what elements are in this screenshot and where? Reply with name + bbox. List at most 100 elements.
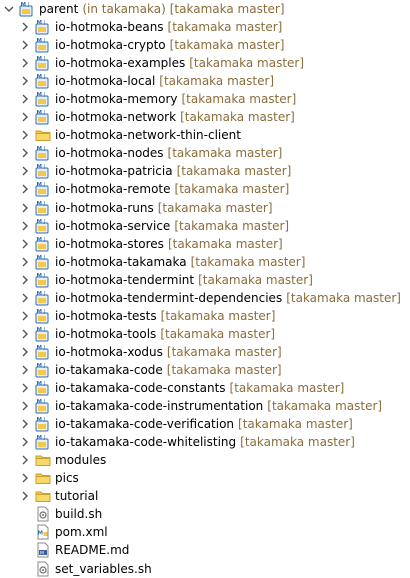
svg-text:J: J — [43, 74, 45, 80]
chevron-right-icon[interactable] — [20, 437, 30, 447]
chevron-right-icon[interactable] — [20, 473, 30, 483]
chevron-right-icon[interactable] — [20, 130, 30, 140]
chevron-right-icon[interactable] — [20, 365, 30, 375]
chevron-right-icon[interactable] — [20, 419, 30, 429]
tree-item-modules[interactable]: modules — [0, 451, 410, 469]
svg-text:J: J — [43, 237, 45, 243]
tree-item-build-sh[interactable]: build.sh — [0, 505, 410, 523]
tree-item-label: modules — [55, 453, 107, 468]
tree-item-label: io-takamaka-code-instrumentation — [55, 399, 264, 414]
chevron-right-icon[interactable] — [20, 239, 30, 249]
tree-item-branch: [takamaka master] — [167, 146, 283, 161]
tree-item-branch: [takamaka master] — [160, 308, 276, 323]
svg-text:M: M — [37, 381, 42, 387]
tree-item-label: io-hotmoka-local — [55, 74, 156, 89]
chevron-right-icon[interactable] — [20, 401, 30, 411]
chevron-right-icon[interactable] — [20, 112, 30, 122]
chevron-right-icon[interactable] — [20, 40, 30, 50]
tree-item-label: README.md — [55, 543, 130, 558]
chevron-right-icon[interactable] — [20, 221, 30, 231]
tree-item-branch: [takamaka master] — [190, 254, 306, 269]
svg-text:M: M — [37, 201, 42, 207]
tree-item-set-variables-sh[interactable]: set_variables.sh — [0, 560, 410, 578]
chevron-right-icon[interactable] — [20, 22, 30, 32]
tree-item-branch: [takamaka master] — [189, 56, 305, 71]
tree-item-tutorial[interactable]: tutorial — [0, 487, 410, 505]
chevron-right-icon[interactable] — [20, 257, 30, 267]
chevron-right-icon[interactable] — [20, 329, 30, 339]
chevron-right-icon[interactable] — [20, 293, 30, 303]
chevron-right-icon[interactable] — [20, 383, 30, 393]
tree-item-branch: [takamaka master] — [157, 200, 273, 215]
chevron-right-icon[interactable] — [20, 203, 30, 213]
chevron-right-icon[interactable] — [20, 148, 30, 158]
chevron-right-icon[interactable] — [20, 311, 30, 321]
tree-item-label: io-hotmoka-stores — [55, 236, 164, 251]
tree-item-label: pics — [55, 471, 79, 486]
tree-item-branch: [takamaka master] — [181, 92, 297, 107]
tree-item-pics[interactable]: pics — [0, 469, 410, 487]
tree-item-branch: [takamaka master] — [229, 381, 345, 395]
svg-text:M: M — [37, 20, 42, 26]
chevron-right-icon[interactable] — [20, 347, 30, 357]
tree-item-branch: [takamaka master] — [159, 74, 275, 89]
svg-text:M: M — [37, 273, 42, 279]
tree-item-label: io-hotmoka-service — [55, 218, 171, 233]
shell-file-icon — [35, 561, 51, 577]
tree-item-branch: [takamaka master] — [176, 164, 292, 179]
chevron-right-icon[interactable] — [20, 455, 30, 465]
chevron-right-icon[interactable] — [20, 76, 30, 86]
folder-icon — [35, 452, 51, 468]
tree-item-io-hotmoka-network-thin-client[interactable]: io-hotmoka-network-thin-client — [0, 126, 410, 144]
folder-icon — [35, 127, 51, 143]
svg-text:M: M — [37, 327, 42, 333]
chevron-down-icon[interactable] — [4, 4, 14, 14]
chevron-right-icon[interactable] — [20, 491, 30, 501]
tree-item-branch: [takamaka master] — [174, 182, 290, 197]
chevron-right-icon[interactable] — [20, 94, 30, 104]
svg-text:J: J — [43, 399, 45, 405]
chevron-right-icon[interactable] — [20, 275, 30, 285]
svg-text:M: M — [38, 531, 43, 537]
svg-text:J: J — [43, 345, 45, 351]
tree-root-parent[interactable]: M J parent (in takamaka) [takamaka maste… — [0, 0, 410, 18]
tree-item-branch: [takamaka master] — [174, 218, 290, 233]
tree-item-label: io-hotmoka-network — [55, 110, 177, 125]
chevron-right-icon[interactable] — [20, 58, 30, 68]
svg-text:J: J — [43, 146, 45, 152]
chevron-right-icon[interactable] — [20, 166, 30, 176]
svg-text:M: M — [37, 309, 42, 315]
chevron-right-icon[interactable] — [20, 184, 30, 194]
